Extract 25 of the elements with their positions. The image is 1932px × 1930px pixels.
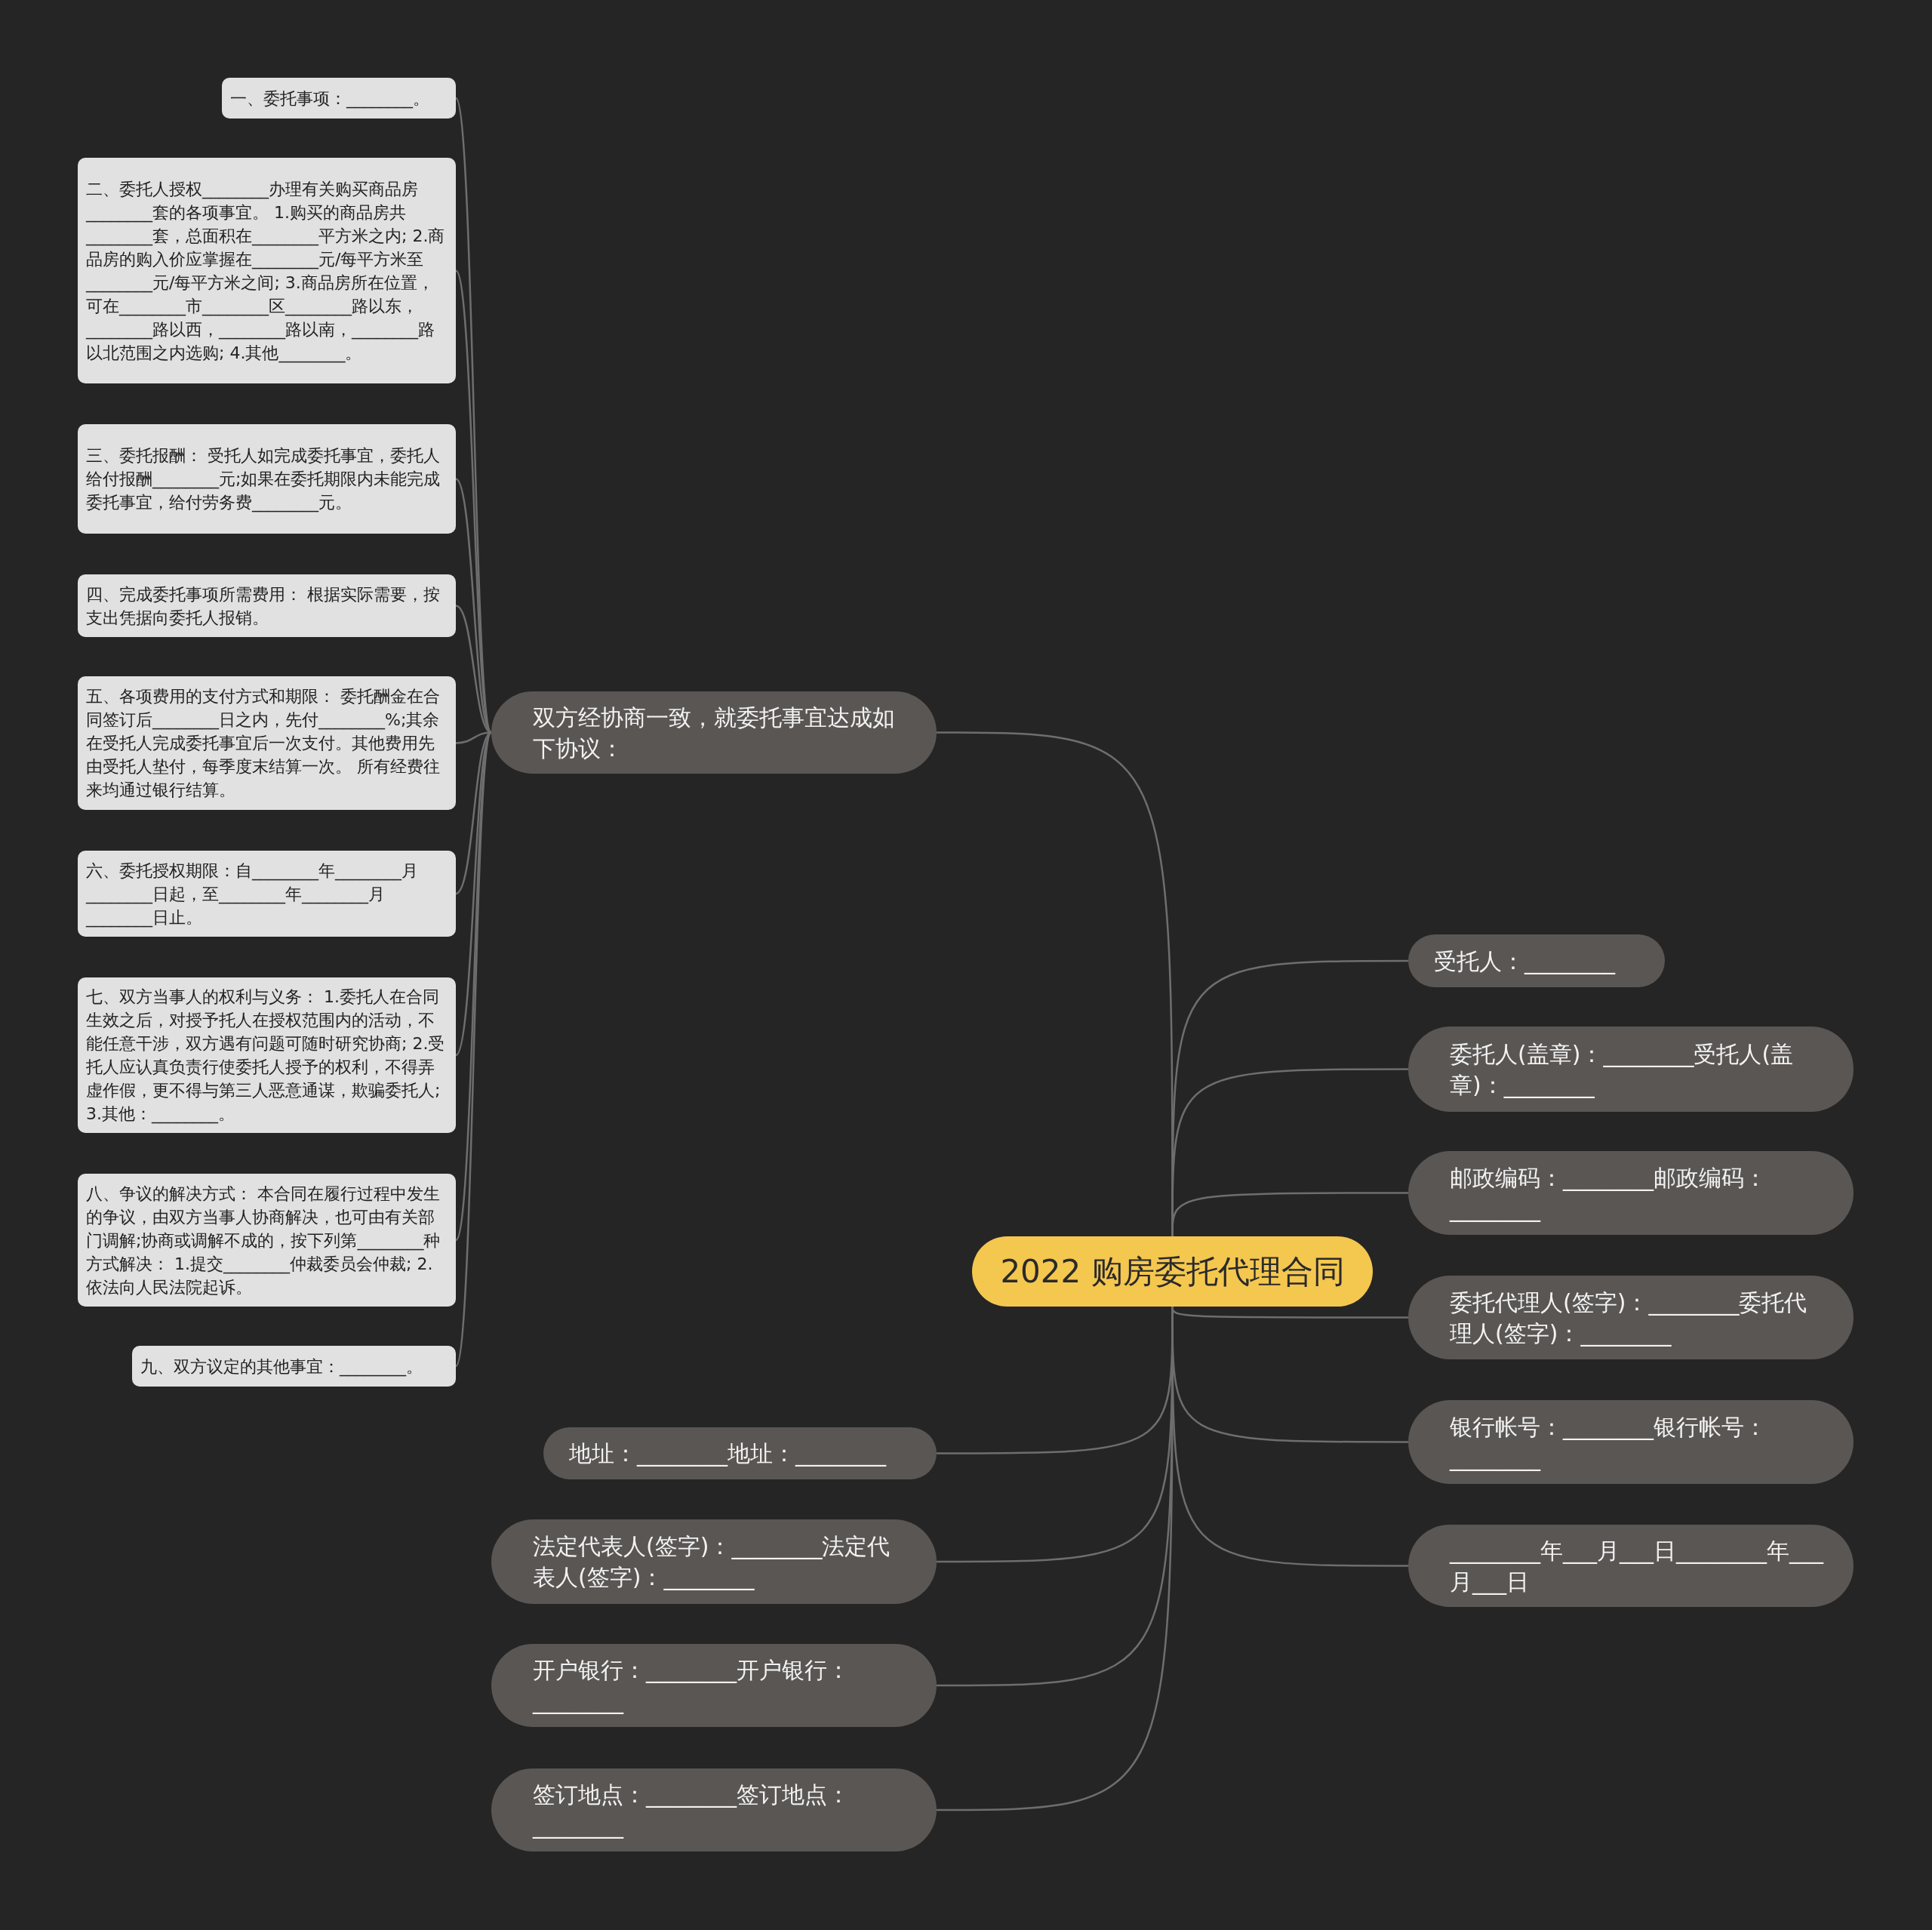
note-box: 四、完成委托事项所需费用： 根据实际需要，按支出凭据向委托人报销。 xyxy=(78,574,456,637)
topic-box: 双方经协商一致，就委托事宜达成如下协议： xyxy=(491,691,937,774)
connector-line xyxy=(454,97,493,733)
topic-box: 邮政编码：________邮政编码：________ xyxy=(1408,1151,1854,1235)
note-box: 二、委托人授权________办理有关购买商品房 ________套的各项事宜。 1.购买的商品房共________套，总面积在________平方米之内; 2.商品房的购入价应掌握在________元/每平方米至________元/每平方米之间; 3.商品房所在位置，可在________市________区________路以东，________路以西，________路以南，________路以北范围之内选购; 4.其他________。 xyxy=(78,158,456,383)
note-box: 八、争议的解决方式： 本合同在履行过程中发生的争议，由双方当事人协商解决，也可由有关部门调解;协商或调解不成的，按下列第________种方式解决： 1.提交________仲裁委员会仲裁; 2.依法向人民法院起诉。 xyxy=(78,1174,456,1307)
note-box: 三、委托报酬： 受托人如完成委托事宜，委托人给付报酬________元;如果在委托期限内未能完成委托事宜，给付劳务费________元。 xyxy=(78,424,456,534)
connector-line xyxy=(1171,1192,1408,1236)
topic-box: 法定代表人(签字)：________法定代表人(签字)：________ xyxy=(491,1519,937,1604)
topic-box: 开户银行：________开户银行：________ xyxy=(491,1644,937,1727)
note-box: 六、委托授权期限：自________年________月________日起，至________年________月________日止。 xyxy=(78,851,456,937)
note-box: 九、双方议定的其他事宜：________。 xyxy=(132,1346,456,1387)
note-box: 五、各项费用的支付方式和期限： 委托酬金在合同签订后________日之内，先付________%;其余在受托人完成委托事宜后一次支付。其他费用先由受托人垫付，每季度末结算一次。 所有经费往来均通过银行结算。 xyxy=(78,676,456,810)
topic-box: 受托人：________ xyxy=(1408,934,1665,987)
topic-box: 地址：________地址：________ xyxy=(543,1427,937,1479)
topic-box: ________年___月___日________年___月___日 xyxy=(1408,1525,1854,1607)
connector-line xyxy=(454,732,493,1367)
central-topic: 2022 购房委托代理合同 xyxy=(972,1236,1373,1307)
topic-box: 委托人(盖章)：________受托人(盖章)：________ xyxy=(1408,1027,1854,1112)
topic-box: 签订地点：________签订地点：________ xyxy=(491,1768,937,1852)
note-box: 一、委托事项：________。 xyxy=(222,78,456,119)
topic-box: 银行帐号：________银行帐号：________ xyxy=(1408,1400,1854,1484)
topic-box: 委托代理人(签字)：________委托代理人(签字)：________ xyxy=(1408,1276,1854,1359)
connector-line xyxy=(454,269,493,733)
note-box: 七、双方当事人的权利与义务： 1.委托人在合同生效之后，对授予托人在授权范围内的活动，不能任意干涉，双方遇有问题可随时研究协商; 2.受托人应认真负责行使委托人授予的权利，不得弄虚作假，更不得与第三人恶意通谋，欺骗委托人; 3.其他：________。 xyxy=(78,977,456,1133)
